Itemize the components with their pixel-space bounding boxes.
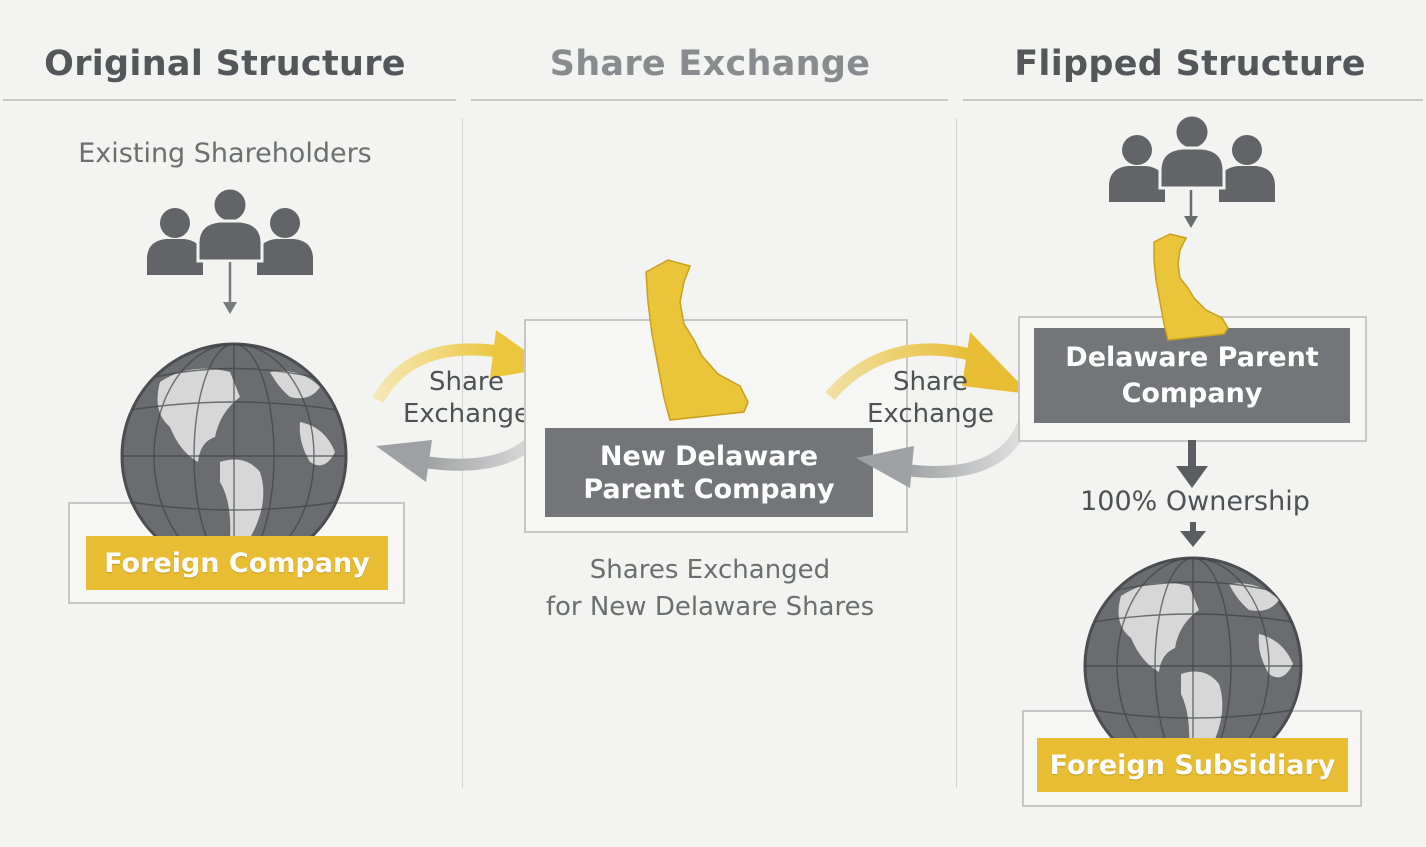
shares-exchanged-note: Shares Exchanged for New Delaware Shares — [510, 552, 910, 626]
new-delaware-line2: Parent Company — [583, 473, 835, 505]
title-original: Original Structure — [44, 44, 406, 84]
new-delaware-line1: New Delaware — [599, 440, 819, 472]
down-arrow-icon — [223, 262, 237, 314]
share-exchange-label-line1: Share — [428, 367, 505, 397]
shareholders-icon — [1109, 113, 1275, 202]
globe-icon — [120, 342, 348, 570]
title-rule-flipped — [963, 99, 1423, 101]
existing-shareholders-label: Existing Shareholders — [78, 138, 372, 169]
ownership-label: 100% Ownership — [1080, 486, 1310, 517]
exchange-arrows-icon — [825, 332, 1030, 488]
down-arrow-icon — [1176, 440, 1208, 488]
down-arrow-icon — [1180, 522, 1206, 547]
share-exchange-label-line2: Exchange — [402, 399, 531, 429]
column-divider — [462, 118, 463, 788]
new-delaware-parent-box: New Delaware Parent Company — [545, 428, 873, 517]
foreign-company-label: Foreign Company — [86, 536, 388, 590]
title-flipped: Flipped Structure — [1014, 44, 1366, 84]
share-exchange-label: Share Exchange — [858, 366, 1003, 430]
delaware-parent-box: Delaware Parent Company — [1034, 328, 1350, 423]
globe-icon — [1083, 556, 1303, 776]
title-rule-exchange — [471, 99, 948, 101]
share-exchange-label-line2: Exchange — [866, 399, 995, 429]
title-rule-original — [3, 99, 456, 101]
delaware-state-icon — [1153, 233, 1229, 341]
shares-exchanged-line2: for New Delaware Shares — [545, 592, 875, 622]
foreign-subsidiary-label: Foreign Subsidiary — [1037, 738, 1348, 792]
shareholders-icon — [147, 186, 313, 275]
delaware-state-icon — [645, 259, 749, 421]
share-exchange-label-line1: Share — [892, 367, 969, 397]
share-exchange-label: Share Exchange — [394, 366, 539, 430]
column-divider — [956, 118, 957, 788]
delaware-parent-line2: Company — [1121, 377, 1263, 409]
delaware-parent-line1: Delaware Parent — [1065, 341, 1319, 373]
shares-exchanged-line1: Shares Exchanged — [589, 555, 831, 585]
title-exchange: Share Exchange — [549, 44, 871, 84]
down-arrow-icon — [1184, 190, 1198, 228]
